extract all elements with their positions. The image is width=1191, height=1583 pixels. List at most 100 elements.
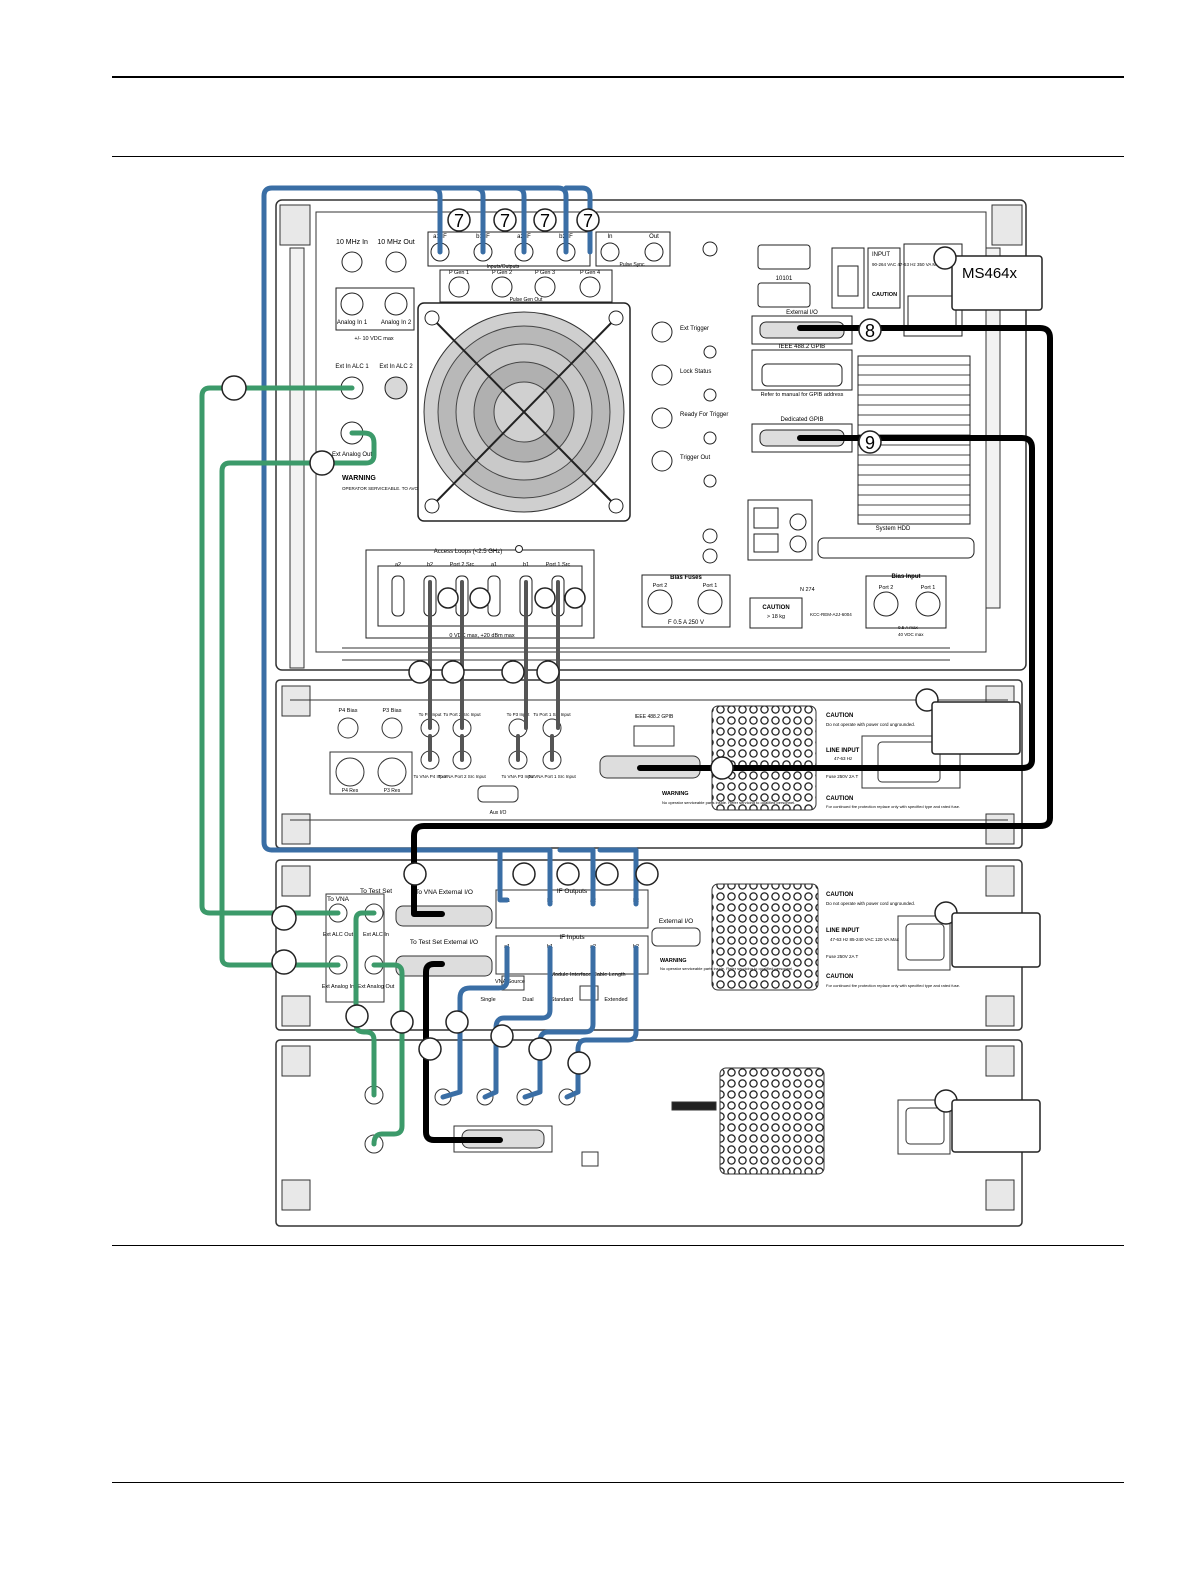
ts-warning: WARNING [660, 958, 687, 964]
to-test-set-external-io: To Test Set External I/O [410, 939, 478, 946]
ext-alc-in-label: Ext ALC In [363, 932, 389, 938]
bias-input-max1: 0.5 A max [898, 625, 919, 630]
pgen4-label: P Gen 4 [580, 270, 600, 276]
ext-alc-out-label: Ext ALC Out [323, 932, 354, 938]
analog-in1-label: Analog In 1 [337, 320, 368, 326]
figure-bottom-rule [112, 1245, 1124, 1246]
module-interface-label: Module Interface Cable Length [550, 972, 625, 978]
bias-fuse-port2: Port 2 [653, 583, 668, 589]
gpib-note: Refer to manual for GPIB address [761, 392, 844, 398]
vna-source-single: Single [480, 997, 495, 1003]
ten-mhz-out-connector [385, 251, 407, 273]
top-rule [112, 76, 1124, 78]
bias-fuses-panel [641, 574, 947, 629]
middle-fuse: Fuse 250V 2A T [826, 774, 858, 779]
model-label: MS464x [962, 265, 1018, 282]
ts-caution: CAUTION [826, 892, 853, 898]
access-loops-note: 0 VDC max, +20 dBm max [449, 633, 515, 639]
analog-in2-connector [384, 292, 408, 316]
access-loop-jumpers [428, 580, 560, 762]
header-rule [112, 156, 1124, 157]
ten-mhz-in-connector [341, 251, 363, 273]
weight-note: > 18 kg [767, 614, 785, 620]
loop-b2-label: b2 [427, 562, 433, 568]
pgen1-label: P Gen 1 [449, 270, 469, 276]
bias-fuse-rating: F 0.5 A 250 V [668, 620, 704, 626]
ready-trigger-label: Ready For Trigger [680, 412, 728, 418]
analog-in1-connector [340, 292, 364, 316]
p3-bias-label: P3 Bias [383, 708, 402, 714]
kcc-code: KCC-REM-A2J-6004 [810, 612, 852, 617]
access-loops-label: Access Loops (<2.5 GHz) [434, 549, 503, 555]
p4-res-label: P4 Res [342, 788, 359, 794]
ext-trigger-label: Ext Trigger [680, 326, 709, 332]
vga-label: 10101 [776, 276, 793, 282]
ts-warning-text: No operator serviceable parts inside. Re… [660, 966, 793, 971]
if-inputs-label: IF Inputs [559, 934, 585, 941]
if-port-block [427, 231, 718, 303]
callout-9: 9 [865, 433, 875, 453]
external-io-label: External I/O [786, 310, 818, 316]
bias-fuses-label: Bias Fuses [670, 575, 702, 581]
to-vna-title: To VNA [327, 896, 350, 903]
middle-warning-text: No operator serviceable parts inside. Re… [662, 800, 795, 805]
ext-in-alc2-label: Ext In ALC 2 [379, 364, 413, 370]
footer-rule [112, 1482, 1124, 1483]
loop-a1-label: a1 [491, 562, 497, 568]
trigger-connectors [651, 321, 717, 488]
ts-line-spec: 47-63 Hz 85-240 VAC 120 VA Max [830, 937, 900, 942]
middle-warning: WARNING [662, 791, 689, 797]
p4-bias-label: P4 Bias [339, 708, 358, 714]
to-vna-4: To VNA Port 1 Src Input [528, 774, 576, 779]
loop-p2src-label: Port 2 Src [450, 562, 475, 568]
to-vna-1: To VNA P4 Input [413, 774, 447, 779]
middle-rear-panel [275, 679, 1023, 849]
analog-in2-label: Analog In 2 [381, 320, 412, 326]
compliance-code: N 274 [800, 587, 815, 593]
model-label-box [951, 255, 1043, 311]
ts-caution2-text: For continued fire protection replace on… [826, 983, 960, 988]
ts-caution-text: Do not operate with power cord ungrounde… [826, 901, 915, 906]
ts-ext-analog-out-label: Ext Analog Out [358, 984, 395, 990]
loop-b1-label: b1 [523, 562, 529, 568]
p3-res-label: P3 Res [384, 788, 401, 794]
middle-line-input: LINE INPUT [826, 748, 860, 754]
vna-source-dual: Dual [522, 997, 533, 1003]
ext-analog-out-label: Ext Analog Out [332, 452, 372, 458]
pulse-sync-out-label: Out [649, 234, 659, 240]
input-label: INPUT [872, 252, 890, 258]
ext-analog-in-label: Ext Analog In [322, 984, 354, 990]
callouts [221, 208, 958, 1113]
analog-note: +/- 10 VDC max [354, 336, 394, 342]
ts-caution2-title: CAUTION [826, 974, 853, 980]
pulse-sync-in-label: In [607, 234, 612, 240]
callout-7b: 7 [500, 211, 510, 231]
green-alc-cables [199, 385, 405, 1147]
callout-7c: 7 [540, 211, 550, 231]
callout-7d: 7 [583, 211, 593, 231]
pgen3-label: P Gen 3 [535, 270, 555, 276]
module-extended: Extended [604, 997, 627, 1003]
blank-label-boxes [931, 701, 1041, 1153]
blue-if-cables [261, 185, 639, 1100]
callout-8: 8 [865, 321, 875, 341]
middle-line-spec: 47-63 Hz [834, 756, 853, 761]
to-port-3: To P3 Input [507, 712, 531, 717]
middle-caution-text: Do not operate with power cord ungrounde… [826, 722, 915, 727]
ts-line-input: LINE INPUT [826, 928, 860, 934]
middle-gpib-label: IEEE 488.2 GPIB [635, 714, 674, 720]
ten-mhz-in-label: 10 MHz In [336, 239, 368, 246]
callout-7a: 7 [454, 211, 464, 231]
aux-io-label: Aux I/O [490, 810, 507, 816]
middle-caution2-title: CAUTION [826, 796, 853, 802]
bias-input-port2: Port 2 [879, 585, 894, 591]
to-port-4: To Port 1 Src Input [533, 712, 571, 717]
warning-title: WARNING [342, 475, 376, 482]
caution-weight: CAUTION [762, 605, 789, 611]
if-outputs-label: IF Outputs [557, 888, 588, 895]
pulse-gen-label: Pulse Gen Out [510, 297, 543, 303]
middle-caution2-text: For continued fire protection replace on… [826, 804, 960, 809]
bias-input-port1: Port 1 [921, 585, 936, 591]
pgen2-label: P Gen 2 [492, 270, 512, 276]
